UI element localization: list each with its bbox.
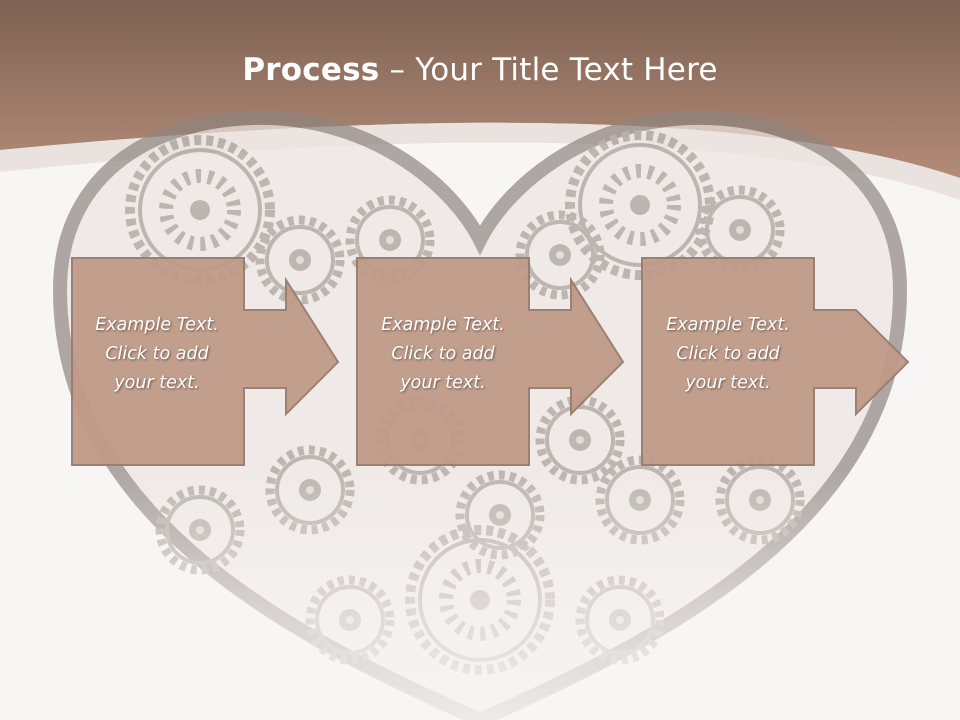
step-2-shape[interactable] <box>356 257 625 466</box>
step-3-shape[interactable] <box>641 257 910 466</box>
step-text-line: Example Text. <box>666 315 790 335</box>
step-text-line: Example Text. <box>381 315 505 335</box>
step-text-line: Click to add <box>676 344 780 364</box>
step-text-line: Click to add <box>391 344 495 364</box>
step-text-line: Click to add <box>105 344 209 364</box>
step-2-text[interactable]: Example Text. Click to add your text. <box>358 311 528 398</box>
step-1-shape[interactable] <box>71 257 340 466</box>
title-rest: – Your Title Text Here <box>379 52 718 88</box>
slide-title[interactable]: Process – Your Title Text Here <box>0 52 960 88</box>
step-1-text[interactable]: Example Text. Click to add your text. <box>72 311 242 398</box>
step-3-text[interactable]: Example Text. Click to add your text. <box>643 311 813 398</box>
step-text-line: Example Text. <box>95 315 219 335</box>
step-text-line: your text. <box>400 373 486 393</box>
step-text-line: your text. <box>114 373 200 393</box>
step-text-line: your text. <box>685 373 771 393</box>
title-bold: Process <box>242 52 380 88</box>
